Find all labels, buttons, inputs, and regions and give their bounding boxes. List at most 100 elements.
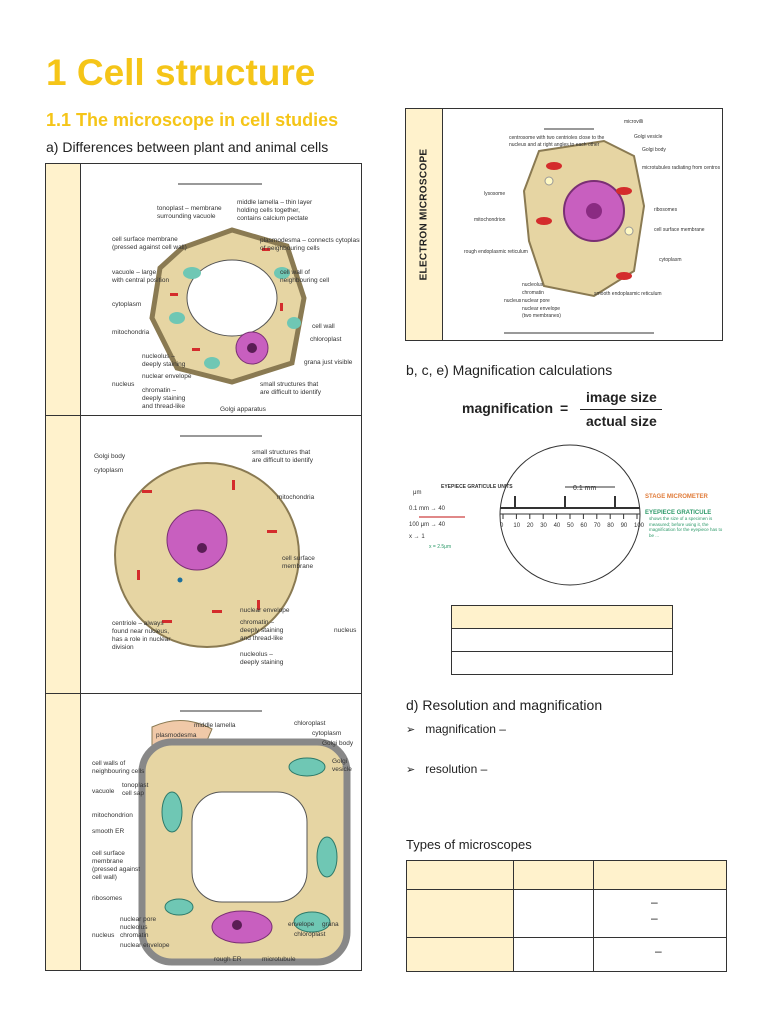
electron-side-column: ELECTRON MICROSCOPE xyxy=(406,109,443,340)
cells-side-column xyxy=(46,164,81,970)
svg-text:neighbouring cell: neighbouring cell xyxy=(280,277,330,284)
svg-text:with central position: with central position xyxy=(111,277,169,284)
graticule-row: x → 1 xyxy=(409,534,425,540)
calc-table-header xyxy=(452,606,672,629)
svg-text:contains calcium pectate: contains calcium pectate xyxy=(237,215,309,222)
svg-text:ribosomes: ribosomes xyxy=(654,207,678,213)
svg-text:cell wall of: cell wall of xyxy=(280,269,310,276)
types-table: – – – xyxy=(406,860,727,972)
svg-text:middle lamella – thin layer: middle lamella – thin layer xyxy=(237,199,313,206)
graticule-tick-label: 70 xyxy=(594,523,601,529)
cells-comparison-frame: tonoplast – membrane surrounding vacuole… xyxy=(45,163,362,971)
bullet-resolution: ➢resolution – xyxy=(406,762,487,776)
svg-text:envelope: envelope xyxy=(288,921,315,928)
animal-cell-em-diagram: centrosome with two centrioles close to … xyxy=(464,119,720,334)
fraction-bar xyxy=(580,409,662,410)
svg-text:ribosomes: ribosomes xyxy=(92,895,123,902)
types-cell: – xyxy=(655,944,662,958)
magnification-formula: magnification = image size actual size xyxy=(462,389,692,429)
svg-text:(two membranes): (two membranes) xyxy=(522,313,561,319)
svg-text:nucleus: nucleus xyxy=(112,381,135,388)
graticule-unit: μm xyxy=(413,490,421,496)
svg-text:mitochondrion: mitochondrion xyxy=(92,812,133,819)
svg-text:cell surface: cell surface xyxy=(92,850,125,857)
svg-text:has a role in nuclear: has a role in nuclear xyxy=(112,636,171,643)
graticule-row: 0.1 mm → 40 xyxy=(409,506,446,512)
calc-table-row-divider xyxy=(452,651,672,652)
svg-text:vesicle: vesicle xyxy=(332,766,352,773)
svg-text:centriole – always: centriole – always xyxy=(112,620,164,627)
graticule-tick-label: 30 xyxy=(540,523,547,529)
svg-text:microtubule: microtubule xyxy=(262,956,296,963)
svg-text:Golgi apparatus: Golgi apparatus xyxy=(220,406,267,413)
svg-text:Golgi: Golgi xyxy=(332,758,347,765)
svg-text:nucleolus –: nucleolus – xyxy=(240,651,273,658)
svg-text:and thread-like: and thread-like xyxy=(142,403,185,410)
graticule-header: EYEPIECE GRATICULE UNITS xyxy=(441,484,513,490)
svg-text:cell wall): cell wall) xyxy=(92,874,117,881)
graticule-row: 100 μm → 40 xyxy=(409,522,446,528)
svg-text:nuclear envelope: nuclear envelope xyxy=(522,306,560,312)
electron-microscope-frame: ELECTRON MICROSCOPE centrosome with two … xyxy=(405,108,723,341)
svg-text:are difficult to identify: are difficult to identify xyxy=(252,457,314,464)
svg-text:mitochondrion: mitochondrion xyxy=(474,217,506,223)
svg-text:nucleolus –: nucleolus – xyxy=(142,353,175,360)
scale-label: 0.1 mm xyxy=(573,485,597,492)
svg-text:smooth endoplasmic reticulum: smooth endoplasmic reticulum xyxy=(594,291,662,297)
svg-text:cytoplasm: cytoplasm xyxy=(659,257,682,263)
svg-text:chromatin: chromatin xyxy=(120,932,149,939)
svg-text:microvilli: microvilli xyxy=(624,119,643,125)
types-row-divider xyxy=(407,937,726,938)
plant-cell-em-diagram: middle lamella chloroplast plasmodesma c… xyxy=(92,710,354,966)
svg-text:membrane: membrane xyxy=(92,858,123,865)
section-d-heading: d) Resolution and magnification xyxy=(406,697,603,713)
svg-text:plasmodesma – connects cytopla: plasmodesma – connects cytoplasm xyxy=(260,237,360,244)
svg-text:division: division xyxy=(112,644,134,651)
svg-text:grana: grana xyxy=(322,921,339,928)
svg-text:chloroplast: chloroplast xyxy=(310,336,342,343)
eyepiece-notes: shows the size of a specimen is measured… xyxy=(649,516,723,538)
svg-text:microtubules radiating from ce: microtubules radiating from centrosome xyxy=(642,165,720,171)
types-table-header xyxy=(407,861,726,890)
svg-text:cytoplasm: cytoplasm xyxy=(112,301,141,308)
formula-denominator: actual size xyxy=(586,413,657,429)
bullet-text: magnification – xyxy=(425,722,506,736)
svg-text:deeply staining: deeply staining xyxy=(142,395,186,402)
svg-text:and thread-like: and thread-like xyxy=(240,635,283,642)
types-table-first-column xyxy=(407,890,513,971)
svg-text:grana just visible: grana just visible xyxy=(304,359,353,366)
svg-text:small structures that: small structures that xyxy=(252,449,310,456)
svg-text:nuclear pore: nuclear pore xyxy=(522,298,550,304)
svg-text:chloroplast: chloroplast xyxy=(294,720,326,727)
svg-text:small structures that: small structures that xyxy=(260,381,318,388)
svg-text:are difficult to identify: are difficult to identify xyxy=(260,389,322,396)
svg-text:deeply staining: deeply staining xyxy=(240,659,284,666)
graticule-tick-label: 100 xyxy=(634,523,645,529)
graticule-tick-label: 0 xyxy=(500,523,504,529)
types-heading: Types of microscopes xyxy=(406,837,532,852)
bullet-text: resolution – xyxy=(425,762,488,776)
svg-text:cell wall: cell wall xyxy=(312,323,335,330)
svg-text:Golgi body: Golgi body xyxy=(322,740,354,747)
electron-side-label: ELECTRON MICROSCOPE xyxy=(418,148,430,281)
graticule-result: x = 2.5μm xyxy=(429,544,451,550)
svg-text:holding cells together,: holding cells together, xyxy=(237,207,300,214)
svg-text:nuclear pore: nuclear pore xyxy=(120,916,157,923)
svg-text:nuclear envelope: nuclear envelope xyxy=(120,942,170,949)
svg-text:cell surface: cell surface xyxy=(282,555,315,562)
svg-text:(pressed against: (pressed against xyxy=(92,866,140,873)
graticule-tick-label: 80 xyxy=(607,523,614,529)
svg-text:chromatin –: chromatin – xyxy=(240,619,274,626)
svg-text:cell surface membrane: cell surface membrane xyxy=(654,227,705,233)
svg-text:cell surface membrane: cell surface membrane xyxy=(112,236,178,243)
graticule-tick-label: 20 xyxy=(527,523,534,529)
svg-text:chromatin: chromatin xyxy=(522,290,544,296)
eyepiece-graticule-label: EYEPIECE GRATICULE xyxy=(645,510,711,516)
svg-text:tonoplast: tonoplast xyxy=(122,782,149,789)
formula-label: magnification xyxy=(462,400,554,416)
row-divider xyxy=(46,693,361,694)
svg-text:smooth ER: smooth ER xyxy=(92,828,124,835)
svg-text:rough ER: rough ER xyxy=(214,956,242,963)
types-col-divider xyxy=(593,861,594,971)
